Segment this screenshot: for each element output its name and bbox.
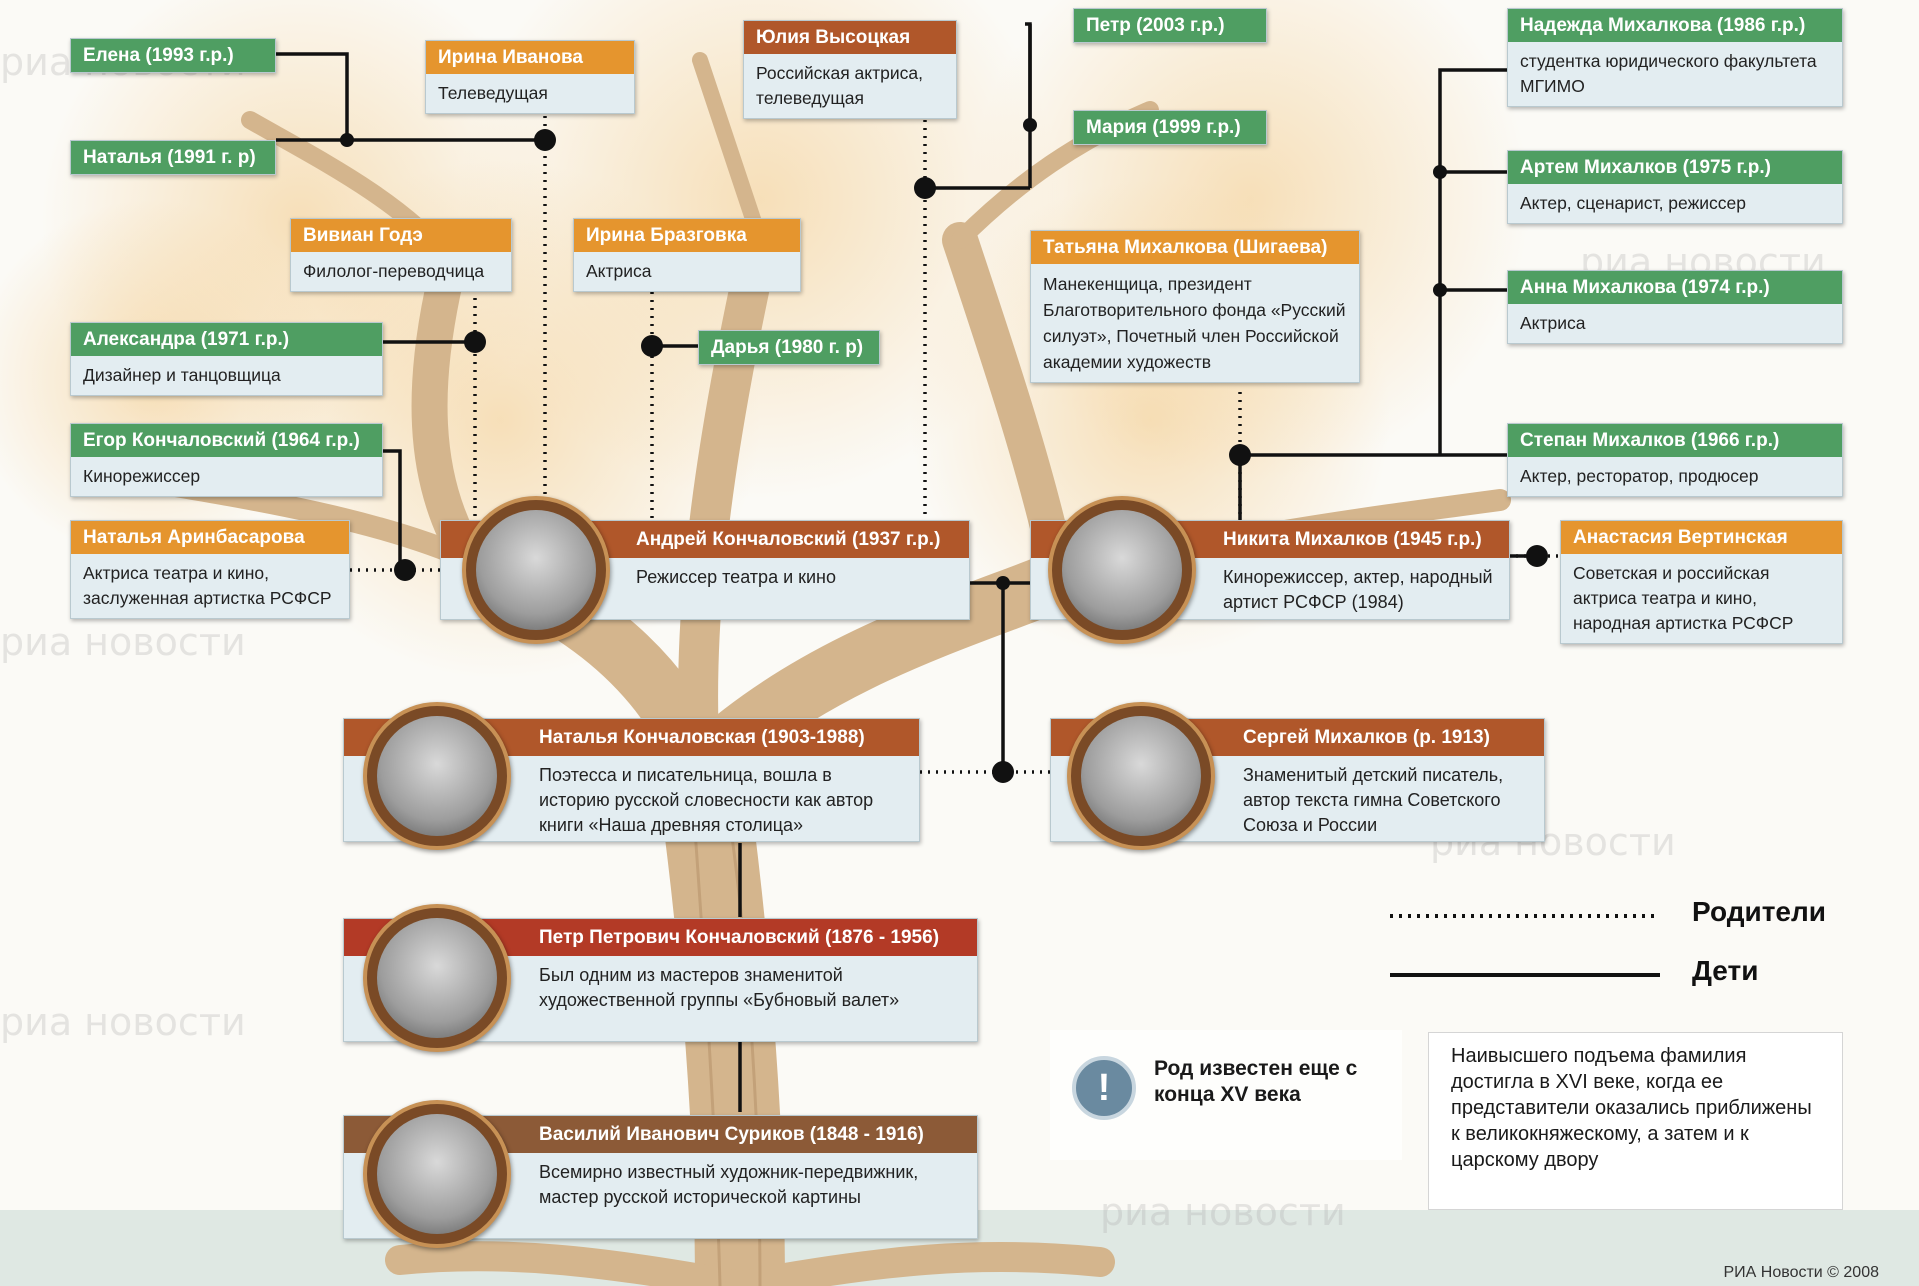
person-description: Был одним из мастеров знаменитой художес…	[539, 965, 900, 1010]
person-description: Актриса театра и кино, заслуженная артис…	[83, 563, 332, 608]
person-name: Вивиан Годэ	[291, 219, 511, 252]
person-name: Никита Михалков (1945 г.р.)	[1031, 521, 1509, 558]
portrait-petr-petrovich-konchalovsky	[363, 904, 511, 1052]
person-card-petr-2003: Петр (2003 г.р.)	[1073, 8, 1267, 43]
portrait-photo	[1062, 510, 1182, 630]
person-card-darya: Дарья (1980 г. р)	[698, 330, 880, 365]
person-description: Знаменитый детский писатель, автор текст…	[1243, 765, 1504, 835]
person-description: Телеведущая	[438, 83, 548, 103]
portrait-photo	[377, 716, 497, 836]
person-card-irina-brazgovka: Ирина Бразговка Актриса	[573, 218, 801, 292]
person-description: Кинорежиссер, актер, народный артист РСФ…	[1223, 567, 1493, 612]
person-card-stepan: Степан Михалков (1966 г.р.) Актер, ресто…	[1507, 423, 1843, 497]
watermark-text: риа новости	[0, 1000, 246, 1044]
person-description: Режиссер театра и кино	[636, 567, 837, 587]
person-name: Татьяна Михалкова (Шигаева)	[1031, 231, 1359, 264]
person-card-nadezhda: Надежда Михалкова (1986 г.р.) студентка …	[1507, 8, 1843, 107]
person-name: Анастасия Вертинская	[1561, 521, 1842, 554]
person-card-artem: Артем Михалков (1975 г.р.) Актер, сценар…	[1507, 150, 1843, 224]
person-card-alexandra: Александра (1971 г.р.) Дизайнер и танцов…	[70, 322, 383, 396]
watermark-text: риа новости	[1100, 1190, 1346, 1234]
person-name: Дарья (1980 г. р)	[699, 331, 879, 364]
portrait-nikita-mikhalkov	[1048, 496, 1196, 644]
person-card-anastasia-vertinskaya: Анастасия Вертинская Советская и российс…	[1560, 520, 1843, 644]
person-description: Советская и российская актриса театра и …	[1573, 563, 1794, 633]
portrait-natalya-konchalovskaya	[363, 702, 511, 850]
person-name: Артем Михалков (1975 г.р.)	[1508, 151, 1842, 184]
portrait-photo	[377, 918, 497, 1038]
portrait-sergei-mikhalkov	[1067, 702, 1215, 850]
person-card-natalya-arinbasarova: Наталья Аринбасарова Актриса театра и ки…	[70, 520, 350, 619]
person-card-vivian-gode: Вивиан Годэ Филолог-переводчица	[290, 218, 512, 292]
person-name: Мария (1999 г.р.)	[1074, 111, 1266, 144]
watermark-text: риа новости	[0, 620, 246, 664]
child-links	[276, 22, 1535, 1112]
person-description: Филолог-переводчица	[303, 261, 485, 281]
person-name: Елена (1993 г.р.)	[71, 39, 275, 72]
person-card-elena: Елена (1993 г.р.)	[70, 38, 276, 73]
portrait-photo	[476, 510, 596, 630]
person-name: Надежда Михалкова (1986 г.р.)	[1508, 9, 1842, 42]
person-description: Всемирно известный художник-передвижник,…	[539, 1162, 919, 1207]
person-name: Петр (2003 г.р.)	[1074, 9, 1266, 42]
person-description: Манекенщица, президент Благотворительног…	[1043, 274, 1346, 372]
portrait-andrei-konchalovsky	[462, 496, 610, 644]
junction-dots	[340, 118, 1548, 783]
note-origin-text: Род известен еще с конца XV века	[1154, 1057, 1358, 1106]
person-card-natalya-1991: Наталья (1991 г. р)	[70, 140, 276, 175]
person-description: Актриса	[1520, 313, 1586, 333]
person-description: Актриса	[586, 261, 652, 281]
credit: РИА Новости © 2008	[1723, 1264, 1880, 1281]
person-name: Степан Михалков (1966 г.р.)	[1508, 424, 1842, 457]
person-description: Поэтесса и писательница, вошла в историю…	[539, 765, 874, 835]
note-history: Наивысшего подъема фамилия достигла в XV…	[1428, 1032, 1843, 1210]
exclamation-icon: !	[1072, 1056, 1136, 1120]
person-description: студентка юридического факультета МГИМО	[1520, 51, 1817, 96]
person-card-egor: Егор Кончаловский (1964 г.р.) Кинорежисс…	[70, 423, 383, 497]
person-description: Актер, ресторатор, продюсер	[1520, 466, 1759, 486]
person-description: Актер, сценарист, режиссер	[1520, 193, 1747, 213]
person-name: Наталья (1991 г. р)	[71, 141, 275, 174]
person-description: Российская актриса, телеведущая	[756, 63, 924, 108]
person-name: Наталья Аринбасарова	[71, 521, 349, 554]
person-card-yulia-vysotskaya: Юлия Высоцкая Российская актриса, телеве…	[743, 20, 957, 119]
person-name: Ирина Бразговка	[574, 219, 800, 252]
person-name: Александра (1971 г.р.)	[71, 323, 382, 356]
legend-lines	[1390, 914, 1660, 977]
legend-parents-label: Родители	[1692, 896, 1826, 927]
person-card-tatyana-mikhalkova: Татьяна Михалкова (Шигаева) Манекенщица,…	[1030, 230, 1360, 383]
portrait-photo	[1081, 716, 1201, 836]
person-name: Юлия Высоцкая	[744, 21, 956, 54]
person-description: Кинорежиссер	[83, 466, 201, 486]
person-description: Дизайнер и танцовщица	[83, 365, 281, 385]
person-name: Ирина Иванова	[426, 41, 634, 74]
portrait-vasily-surikov	[363, 1100, 511, 1248]
person-name: Анна Михалкова (1974 г.р.)	[1508, 271, 1842, 304]
person-card-irina-ivanova: Ирина Иванова Телеведущая	[425, 40, 635, 114]
person-name: Егор Кончаловский (1964 г.р.)	[71, 424, 382, 457]
person-card-anna: Анна Михалкова (1974 г.р.) Актриса	[1507, 270, 1843, 344]
person-card-maria: Мария (1999 г.р.)	[1073, 110, 1267, 145]
note-origin: ! Род известен еще с конца XV века	[1050, 1030, 1402, 1160]
legend-children-label: Дети	[1692, 955, 1759, 986]
portrait-photo	[377, 1114, 497, 1234]
